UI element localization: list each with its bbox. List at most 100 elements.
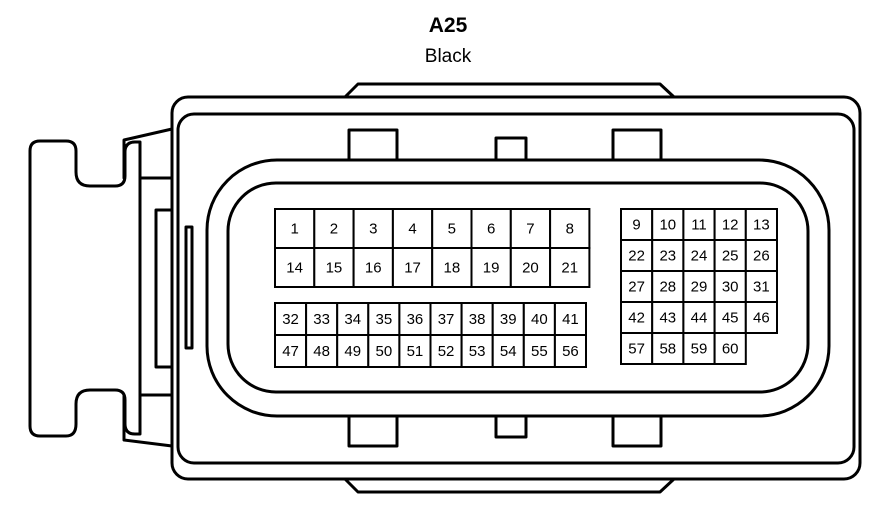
bottom-tab-center: [494, 414, 528, 439]
pin-number: 18: [444, 260, 461, 277]
pin-cell: [460, 334, 494, 368]
pin-cell: [744, 270, 778, 303]
bottom-key: [343, 477, 676, 494]
pin-number: 12: [722, 217, 739, 234]
pin-number: 53: [469, 343, 486, 360]
pin-cell: [367, 334, 401, 368]
pin-number: 42: [628, 310, 645, 327]
pin-number: 4: [408, 221, 416, 238]
pin-number: 27: [628, 279, 645, 296]
pin-cell: [549, 247, 591, 288]
pin-number: 14: [286, 260, 303, 277]
bottom-tab-right: [611, 414, 663, 448]
pin-number: 52: [438, 343, 455, 360]
pin-number: 57: [628, 341, 645, 358]
pin-number: 11: [691, 217, 707, 234]
pin-number: 51: [407, 343, 424, 360]
top-tab-right: [611, 128, 663, 162]
pin-number: 9: [632, 217, 640, 234]
pin-number: 59: [691, 341, 708, 358]
pin-number: 49: [344, 343, 361, 360]
pin-number: 34: [344, 311, 361, 328]
pin-number: 45: [722, 310, 739, 327]
pin-number: 46: [753, 310, 770, 327]
pin-number: 40: [531, 311, 548, 328]
pin-number: 6: [487, 221, 495, 238]
pin-number: 58: [659, 341, 676, 358]
pin-cell: [744, 239, 778, 272]
pin-cell: [713, 332, 747, 365]
pin-cell: [431, 208, 473, 249]
bottom-tab-left: [347, 414, 399, 448]
connector-title: A25: [428, 14, 468, 37]
pin-cell: [620, 332, 654, 365]
pin-cell: [620, 301, 654, 334]
pin-number: 39: [500, 311, 517, 328]
pin-cell: [620, 239, 654, 272]
pin-cell: [398, 334, 432, 368]
pin-number: 44: [691, 310, 708, 327]
pin-number: 33: [313, 311, 330, 328]
side-slot: [184, 225, 194, 350]
pin-number: 8: [566, 221, 574, 238]
pin-cell: [491, 302, 525, 336]
pin-number: 35: [376, 311, 393, 328]
pin-cell: [431, 247, 473, 288]
pin-cell: [352, 247, 394, 288]
pin-number: 1: [290, 221, 298, 238]
pin-number: 20: [522, 260, 539, 277]
pin-number: 28: [659, 279, 676, 296]
pin-number: 43: [659, 310, 676, 327]
pin-number: 54: [500, 343, 517, 360]
top-tab-left: [347, 128, 399, 162]
pin-number: 25: [722, 248, 739, 265]
pin-cell: [682, 332, 716, 365]
left-latch: [28, 139, 142, 438]
side-rib: [154, 208, 174, 369]
pin-number: 36: [407, 311, 424, 328]
pin-number: 50: [376, 343, 393, 360]
pin-number: 41: [562, 311, 579, 328]
pin-number: 17: [404, 260, 421, 277]
pin-cell: [553, 302, 588, 336]
pin-cell: [470, 247, 512, 288]
pin-cell: [549, 208, 591, 249]
pin-cell: [391, 247, 434, 288]
pin-cell: [336, 334, 370, 368]
pin-number: 37: [438, 311, 455, 328]
connector-color-label: Black: [424, 46, 472, 67]
pin-number: 23: [659, 248, 676, 265]
pin-number: 22: [628, 248, 645, 265]
pin-number: 26: [753, 248, 770, 265]
top-tab-center: [494, 136, 528, 162]
pin-number: 16: [365, 260, 382, 277]
pin-cell: [509, 208, 552, 249]
pin-number: 60: [722, 341, 739, 358]
pin-number: 10: [659, 217, 676, 234]
pin-number: 38: [469, 311, 486, 328]
pin-cell: [713, 270, 747, 303]
pin-number: 48: [313, 343, 330, 360]
pin-number: 21: [561, 260, 578, 277]
pin-number: 31: [753, 279, 770, 296]
pin-cell: [313, 208, 355, 249]
pin-cell: [651, 270, 685, 303]
pin-cell: [274, 334, 308, 368]
pin-number: 24: [691, 248, 708, 265]
top-key: [343, 82, 676, 99]
pin-number: 47: [282, 343, 299, 360]
pin-number: 56: [562, 343, 579, 360]
pin-number: 32: [282, 311, 299, 328]
pin-number: 13: [753, 217, 770, 234]
pin-number: 5: [448, 221, 456, 238]
pin-cell: [620, 270, 654, 303]
pin-number: 3: [369, 221, 377, 238]
pin-cell: [491, 334, 525, 368]
pin-cell: [509, 247, 552, 288]
pin-cell: [553, 334, 588, 368]
pin-number: 2: [330, 221, 338, 238]
